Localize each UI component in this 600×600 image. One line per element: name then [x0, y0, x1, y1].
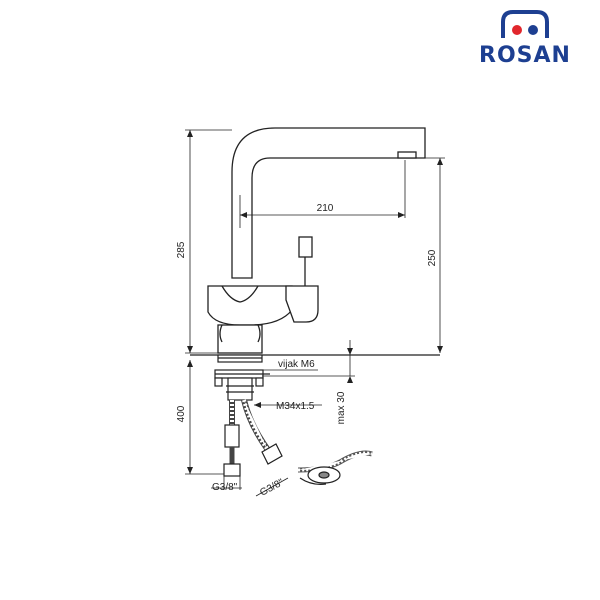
rosan-logo: ROSAN: [479, 10, 571, 68]
hose-left-nut: [223, 463, 241, 477]
threaded-rod: [227, 377, 253, 401]
faucet-spout: [231, 127, 426, 279]
logo-mark-icon: [501, 10, 549, 38]
mounting-assembly: [190, 354, 440, 401]
dim-total-height: 285: [176, 241, 187, 258]
base-ring: [217, 324, 263, 354]
lever-housing: [285, 285, 319, 323]
label-thread: M34x1.5: [276, 401, 315, 412]
supply-hoses: [223, 399, 283, 477]
faucet-body: [207, 285, 293, 326]
dim-max-thickness: max 30: [336, 391, 347, 424]
dim-spout-height: 250: [427, 249, 438, 266]
hose-right-nut: [261, 443, 283, 465]
pullout-hose-detail: [297, 450, 373, 485]
label-hose-right: G3/8": [258, 477, 286, 499]
dim-spout-reach: 210: [317, 203, 334, 214]
lever-handle: [298, 236, 313, 258]
label-screw: vijak M6: [278, 359, 315, 370]
dimension-lines: [185, 129, 445, 497]
faucet-outline: [207, 127, 426, 354]
logo-wordmark: ROSAN: [479, 43, 571, 68]
dim-below-counter: 400: [176, 405, 187, 422]
arrowheads: [187, 130, 443, 474]
label-hose-left: G3/8": [212, 482, 238, 493]
aerator: [397, 151, 417, 159]
